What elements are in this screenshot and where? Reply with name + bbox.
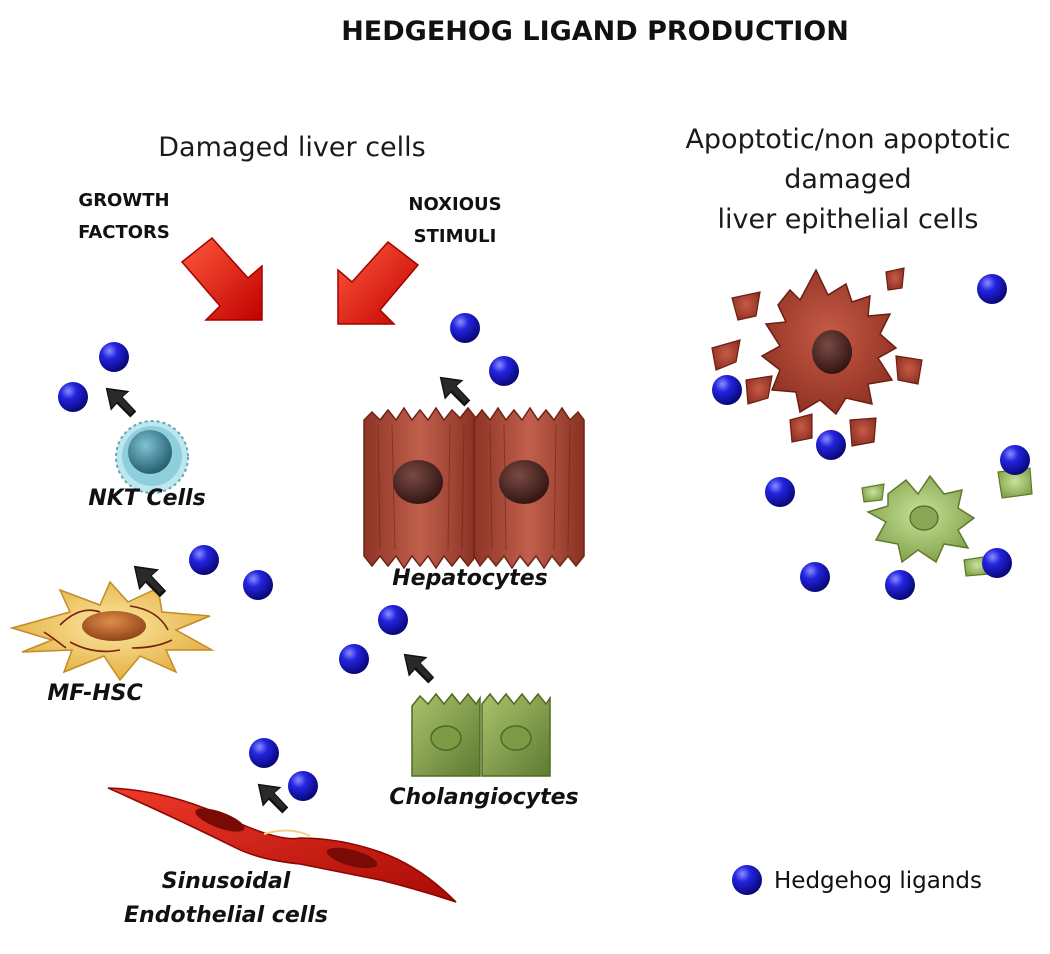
- hedgehog-ligand: [243, 570, 273, 600]
- hedgehog-ligands: [58, 274, 1030, 801]
- hedgehog-ligand: [99, 342, 129, 372]
- apoptotic-hepatocyte: [711, 267, 923, 447]
- hedgehog-ligand: [885, 570, 915, 600]
- hedgehog-ligand: [58, 382, 88, 412]
- mf-hsc-label: MF-HSC: [47, 681, 142, 706]
- hedgehog-ligand: [339, 644, 369, 674]
- sinusoidal-endothelial-cell: [107, 787, 457, 903]
- growth-factors-line-2: FACTORS: [78, 222, 170, 243]
- noxious-stimuli-line-2: STIMULI: [414, 226, 497, 247]
- hedgehog-ligand: [977, 274, 1007, 304]
- nkt-cell: [115, 420, 189, 494]
- cholangiocyte-secretion-arrow: [403, 653, 435, 684]
- hepatocytes-cell: [363, 406, 585, 570]
- growth-factors-arrow: [180, 236, 263, 321]
- growth-factors-line-1: GROWTH: [78, 190, 169, 211]
- hepatocyte-secretion-arrow: [439, 376, 471, 407]
- hedgehog-ligand: [450, 313, 480, 343]
- sinusoidal-label-line-2: Endothelial cells: [124, 903, 328, 928]
- right-heading-line-2: damaged: [784, 164, 911, 195]
- hedgehog-ligand: [249, 738, 279, 768]
- legend-ligand-icon: [732, 865, 762, 895]
- legend: Hedgehog ligands: [732, 865, 982, 895]
- hedgehog-ligand: [800, 562, 830, 592]
- endothelial-secretion-arrow: [257, 783, 289, 814]
- hedgehog-ligand: [189, 545, 219, 575]
- cholangiocytes-label: Cholangiocytes: [389, 785, 578, 810]
- nkt-secretion-arrow: [105, 387, 137, 418]
- left-heading: Damaged liver cells: [158, 132, 425, 163]
- nkt-cells-label: NKT Cells: [88, 486, 205, 511]
- hedgehog-ligand: [489, 356, 519, 386]
- hedgehog-ligand: [765, 477, 795, 507]
- noxious-stimuli-line-1: NOXIOUS: [408, 194, 501, 215]
- hedgehog-ligand: [1000, 445, 1030, 475]
- sinusoidal-label-line-1: Sinusoidal: [162, 869, 291, 894]
- legend-label: Hedgehog ligands: [774, 868, 982, 894]
- cholangiocytes-cell: [411, 692, 551, 777]
- hepatocytes-label: Hepatocytes: [392, 566, 547, 591]
- hedgehog-ligand: [982, 548, 1012, 578]
- hedgehog-ligand: [712, 375, 742, 405]
- apoptotic-cholangiocyte: [861, 467, 1033, 577]
- hedgehog-ligand: [816, 430, 846, 460]
- mf-hsc-cell: [9, 580, 215, 682]
- noxious-stimuli-arrow: [337, 240, 420, 325]
- diagram-title: HEDGEHOG LIGAND PRODUCTION: [341, 16, 849, 47]
- hedgehog-ligand: [288, 771, 318, 801]
- right-heading-line-3: liver epithelial cells: [718, 204, 979, 235]
- right-heading-line-1: Apoptotic/non apoptotic: [685, 124, 1010, 155]
- hedgehog-ligand: [378, 605, 408, 635]
